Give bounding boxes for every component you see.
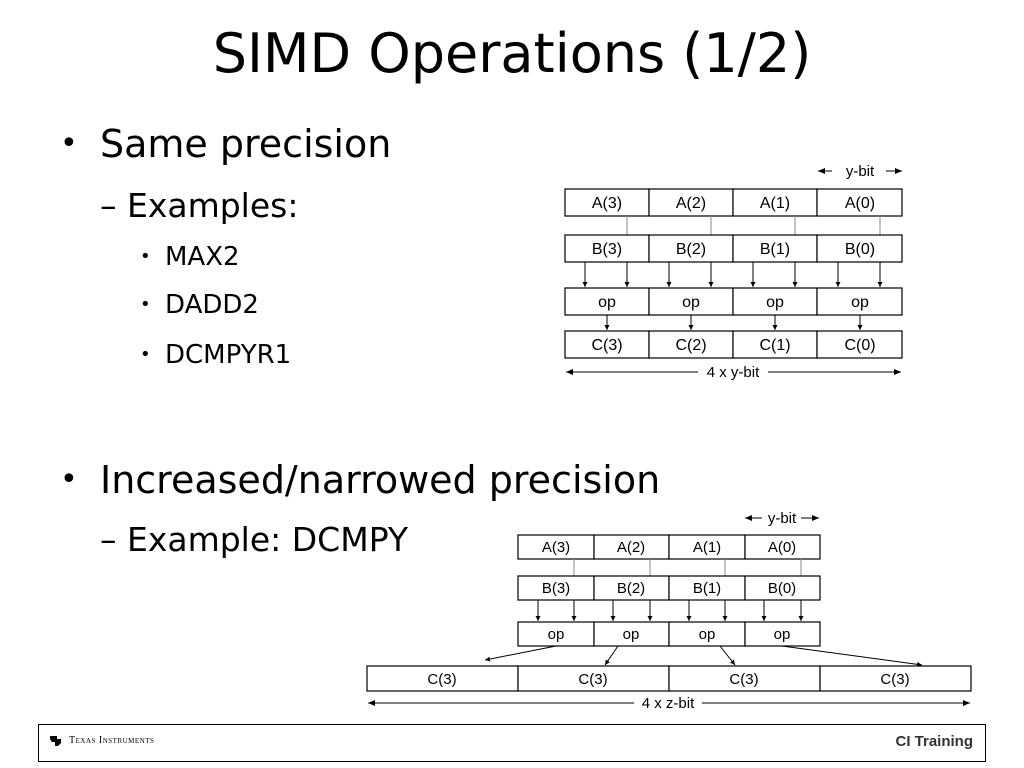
cell-label-b3: B(3) [542,580,570,597]
op-cell [816,287,903,316]
y-bit-label: y-bit [768,510,797,527]
cell-label-a2: A(2) [617,539,645,556]
register-cell [816,188,903,217]
op-label: op [766,294,784,311]
cell-label-a0: A(0) [768,539,796,556]
bullet-dot: • [60,126,78,161]
bullet-dot: • [140,246,151,267]
op-label: op [598,294,616,311]
register-cell [816,234,903,263]
company-name: Texas Instruments [69,735,155,746]
bullet-dot: • [140,294,151,315]
cell-label-a1: A(1) [693,539,721,556]
op-cell [668,621,746,647]
sub-bullet-examples: – Examples: [100,186,299,225]
register-cell [648,188,734,217]
diagram-increased-precision: y-bit A(3) A(2) A(1) A(0) B(3) B(2) B(1)… [366,510,972,712]
cell-label-b0: B(0) [845,241,875,258]
register-cell [668,534,746,560]
cell-label-c: C(3) [880,671,909,688]
op-label: op [851,294,869,311]
register-cell [732,330,818,359]
example-item: DADD2 [165,290,259,320]
example-item: MAX2 [165,242,240,272]
register-cell [648,330,734,359]
register-cell [564,188,650,217]
bullet-same-precision: Same precision [100,122,392,166]
cell-label-c3: C(3) [591,337,622,354]
bullet-dot: • [140,344,151,365]
diagram-same-precision: y-bit A(3) A(2) A(1) A(0) B(3) B(2) B(1)… [564,163,903,381]
footer-bar: Texas Instruments CI Training [38,724,986,762]
register-cell [593,534,670,560]
cell-label-a2: A(2) [676,195,706,212]
cell-label-b0: B(0) [768,580,796,597]
cell-label-c2: C(2) [675,337,706,354]
width-label: 4 x y-bit [707,364,760,381]
cell-label-b2: B(2) [676,241,706,258]
register-cell [744,534,821,560]
register-cell [517,665,670,692]
cell-label-a0: A(0) [845,195,875,212]
register-cell [517,575,595,601]
op-cell [517,621,595,647]
cell-label-a1: A(1) [760,195,790,212]
register-cell [564,330,650,359]
op-cell [744,621,821,647]
sub-bullet-example-dcmpy: – Example: DCMPY [100,520,409,559]
cell-label-b1: B(1) [693,580,721,597]
cell-label-c: C(3) [427,671,456,688]
register-cell [816,330,903,359]
cell-label-c1: C(1) [759,337,790,354]
cell-label-b2: B(2) [617,580,645,597]
op-cell [564,287,650,316]
op-label: op [774,626,791,643]
slide-title: SIMD Operations (1/2) [212,22,812,85]
bullet-dot: • [60,462,78,497]
op-label: op [682,294,700,311]
op-label: op [548,626,565,643]
op-label: op [699,626,716,643]
width-label: 4 x z-bit [642,695,695,712]
op-cell [648,287,734,316]
cell-label-b3: B(3) [592,241,622,258]
register-cell [732,234,818,263]
cell-label-c: C(3) [729,671,758,688]
register-cell [593,575,670,601]
cell-label-c: C(3) [578,671,607,688]
register-cell [732,188,818,217]
example-item: DCMPYR1 [165,340,292,370]
register-cell [744,575,821,601]
y-bit-label: y-bit [846,163,875,180]
cell-label-c0: C(0) [844,337,875,354]
register-cell [819,665,972,692]
register-cell [366,665,519,692]
ti-logo-icon [50,736,61,746]
cell-label-a3: A(3) [542,539,570,556]
cell-label-b1: B(1) [760,241,790,258]
bullet-increased-precision: Increased/narrowed precision [100,458,661,502]
register-cell [648,234,734,263]
register-cell [564,234,650,263]
ci-training-label: CI Training [895,733,973,750]
cell-label-a3: A(3) [592,195,622,212]
op-label: op [623,626,640,643]
